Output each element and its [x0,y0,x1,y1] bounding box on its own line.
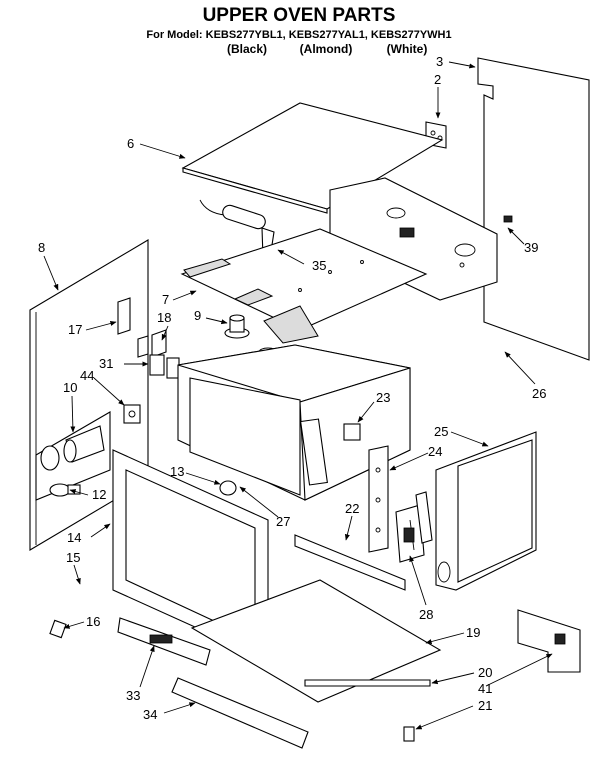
part-28-door-hinge [395,491,433,563]
part-12-light-bulb [49,483,81,497]
callout-13: 13 [170,464,184,479]
callout-2: 2 [434,72,441,87]
callout-27: 27 [276,514,290,529]
part-6-top-panel [181,102,444,214]
part-21-clip [403,726,415,742]
callout-44: 44 [80,368,94,383]
callout-9: 9 [194,308,201,323]
color-white: (White) [387,42,428,56]
callout-8: 8 [38,240,45,255]
color-black: (Black) [227,42,267,56]
callout-14: 14 [67,530,81,545]
callout-7: 7 [162,292,169,307]
part-15-door-gasket [11,546,119,737]
callout-12: 12 [92,487,106,502]
part-22-floor-rail [294,534,406,591]
part-7-cavity-top-plate [180,228,428,344]
model-line: For Model: KEBS277YBL1, KEBS277YAL1, KEB… [146,29,451,41]
callout-labels: 3 2 6 39 35 8 7 18 9 17 31 10 44 26 23 2… [38,54,546,722]
part-44-socket [123,404,141,424]
callout-19: 19 [466,625,480,640]
part-19-bottom-panel [190,579,442,703]
callout-33: 33 [126,688,140,703]
callout-3: 3 [436,54,443,69]
callout-20: 20 [478,665,492,680]
callout-25: 25 [434,424,448,439]
callout-17: 17 [68,322,82,337]
page-title: UPPER OVEN PARTS [203,5,396,26]
callout-26: 26 [532,386,546,401]
callout-15: 15 [66,550,80,565]
leader-lines [43,61,553,730]
part-9-switch [224,314,278,357]
callout-41: 41 [478,681,492,696]
part-24-hinge-receiver [368,445,389,553]
part-31-clip [149,354,180,379]
callout-10: 10 [63,380,77,395]
part-10-light-housing [35,411,111,501]
part-33-lower-trim [117,617,211,666]
part-13-knob [219,480,237,496]
part-16-clip [49,619,67,639]
part-25-right-side-panel [435,431,537,591]
callout-22: 22 [345,501,359,516]
part-14-front-frame [112,449,269,661]
callout-28: 28 [419,607,433,622]
part-34-kick-plate [171,677,309,749]
callout-16: 16 [86,614,100,629]
color-almond: (Almond) [300,42,353,56]
part-3-rear-panel [477,57,590,361]
callout-31: 31 [99,356,113,371]
callout-23: 23 [376,390,390,405]
callout-18: 18 [157,310,171,325]
part-23-bracket [343,423,361,441]
callout-35: 35 [312,258,326,273]
part-20-bottom-rail [304,679,431,687]
callout-24: 24 [428,444,442,459]
callout-39: 39 [524,240,538,255]
callout-21: 21 [478,698,492,713]
callout-34: 34 [143,707,157,722]
callout-6: 6 [127,136,134,151]
part-17-bracket [117,297,131,335]
part-41-bracket [517,609,581,673]
